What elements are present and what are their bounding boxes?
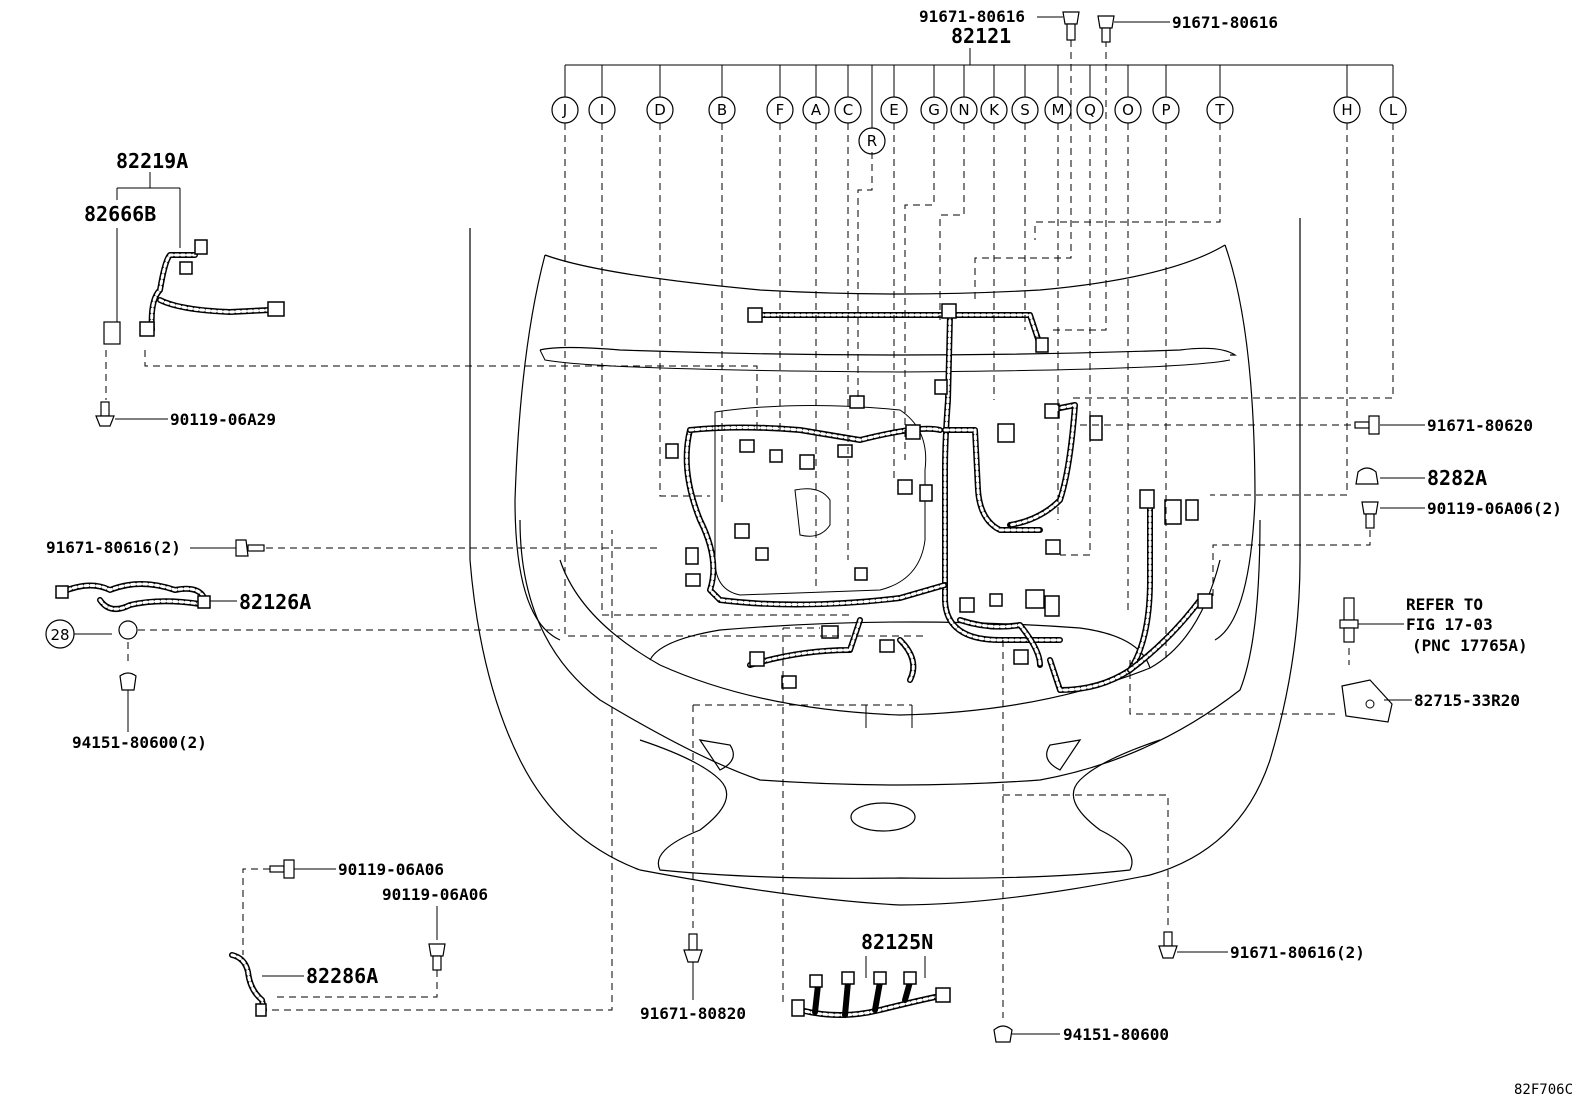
nut-8282A: 8282A <box>1355 466 1487 490</box>
figure-code: 82F706C <box>1514 1082 1573 1098</box>
label-8282A: 8282A <box>1427 466 1487 490</box>
label-82126A: 82126A <box>239 590 311 614</box>
harness-connectors <box>665 303 1213 689</box>
label-82715-33R20: 82715-33R20 <box>1414 691 1520 710</box>
label-82666B: 82666B <box>84 202 156 226</box>
label-82125N: 82125N <box>861 930 933 954</box>
callout-label-g: G <box>928 101 940 119</box>
reference-note-group: REFER TO FIG 17-03 (PNC 17765A) <box>1339 595 1528 665</box>
callout-label-s: S <box>1020 101 1030 119</box>
part-82126A: 82126A 28 <box>45 581 560 665</box>
label-90119-06A06-b: 90119-06A06 <box>382 885 488 904</box>
reference-note-line3: (PNC 17765A) <box>1412 636 1528 655</box>
callout-label-f: F <box>776 101 785 119</box>
bolt-91671-80820: 91671-80820 <box>640 704 912 1023</box>
bolt-91671-80616-left: 91671-80616(2) <box>46 538 660 557</box>
callout-label-t: T <box>1214 101 1225 119</box>
bolt-91671-80616-right: 91671-80616(2) <box>1003 794 1365 962</box>
part-82125N: 82125N <box>782 627 951 1018</box>
callout-label-h: H <box>1341 101 1352 119</box>
callout-label-i: I <box>600 101 604 119</box>
callout-label-r: R <box>867 132 877 150</box>
callout-label-c: C <box>843 101 853 119</box>
label-90119-06A06-2: 90119-06A06(2) <box>1427 499 1562 518</box>
callout-label-l: L <box>1389 101 1398 119</box>
ref-circle-28: 28 <box>50 626 69 644</box>
label-94151-80600: 94151-80600 <box>1063 1025 1169 1044</box>
vehicle-front-outline <box>469 218 1301 906</box>
reference-note-line2: FIG 17-03 <box>1406 615 1493 634</box>
reference-note-line1: REFER TO <box>1406 595 1483 614</box>
label-90119-06A29: 90119-06A29 <box>170 410 276 429</box>
callout-label-p: P <box>1161 101 1170 119</box>
label-top-fastener-right: 91671-80616 <box>1172 13 1278 32</box>
part-82286A-group: 90119-06A06 90119-06A06 82286A <box>229 530 613 1017</box>
bolt-91671-80620: 91671-80620 <box>1080 415 1533 435</box>
callout-leader-lines <box>564 40 1394 660</box>
callout-label-j: J <box>562 101 567 119</box>
label-82219A: 82219A <box>116 149 188 173</box>
label-82121: 82121 <box>951 24 1011 48</box>
callout-label-k: K <box>989 101 1000 119</box>
callout-label-q: Q <box>1084 101 1096 119</box>
callout-label-m: M <box>1052 101 1065 119</box>
callout-label-d: D <box>654 101 666 119</box>
label-91671-80620: 91671-80620 <box>1427 416 1533 435</box>
label-82286A: 82286A <box>306 964 378 988</box>
label-91671-80820: 91671-80820 <box>640 1004 746 1023</box>
callout-bus <box>565 48 1393 66</box>
bolt-90119-06A29: 90119-06A29 <box>95 401 276 429</box>
label-91671-80616-2-left: 91671-80616(2) <box>46 538 181 557</box>
clip-94151-80600-2: 94151-80600(2) <box>72 672 207 752</box>
callout-label-o: O <box>1122 101 1134 119</box>
bolt-90119-06A06-2: 90119-06A06(2) <box>1212 499 1562 600</box>
bracket-82715-33R20: 82715-33R20 <box>1129 660 1520 723</box>
callout-label-n: N <box>958 101 969 119</box>
label-91671-80616-2-right: 91671-80616(2) <box>1230 943 1365 962</box>
callout-label-a: A <box>811 101 822 119</box>
part-82219A-82666B-group: 82219A 82666B <box>84 149 758 430</box>
label-90119-06A06-a: 90119-06A06 <box>338 860 444 879</box>
label-94151-80600-2: 94151-80600(2) <box>72 733 207 752</box>
main-harness-82121-assembly <box>665 303 1213 693</box>
main-part-label-group: 91671-80616 91671-80616 82121 <box>919 7 1278 48</box>
label-top-fastener-left: 91671-80616 <box>919 7 1025 26</box>
callout-label-b: B <box>717 101 727 119</box>
callout-label-e: E <box>889 101 898 119</box>
clip-94151-80600: 94151-80600 <box>993 640 1169 1044</box>
